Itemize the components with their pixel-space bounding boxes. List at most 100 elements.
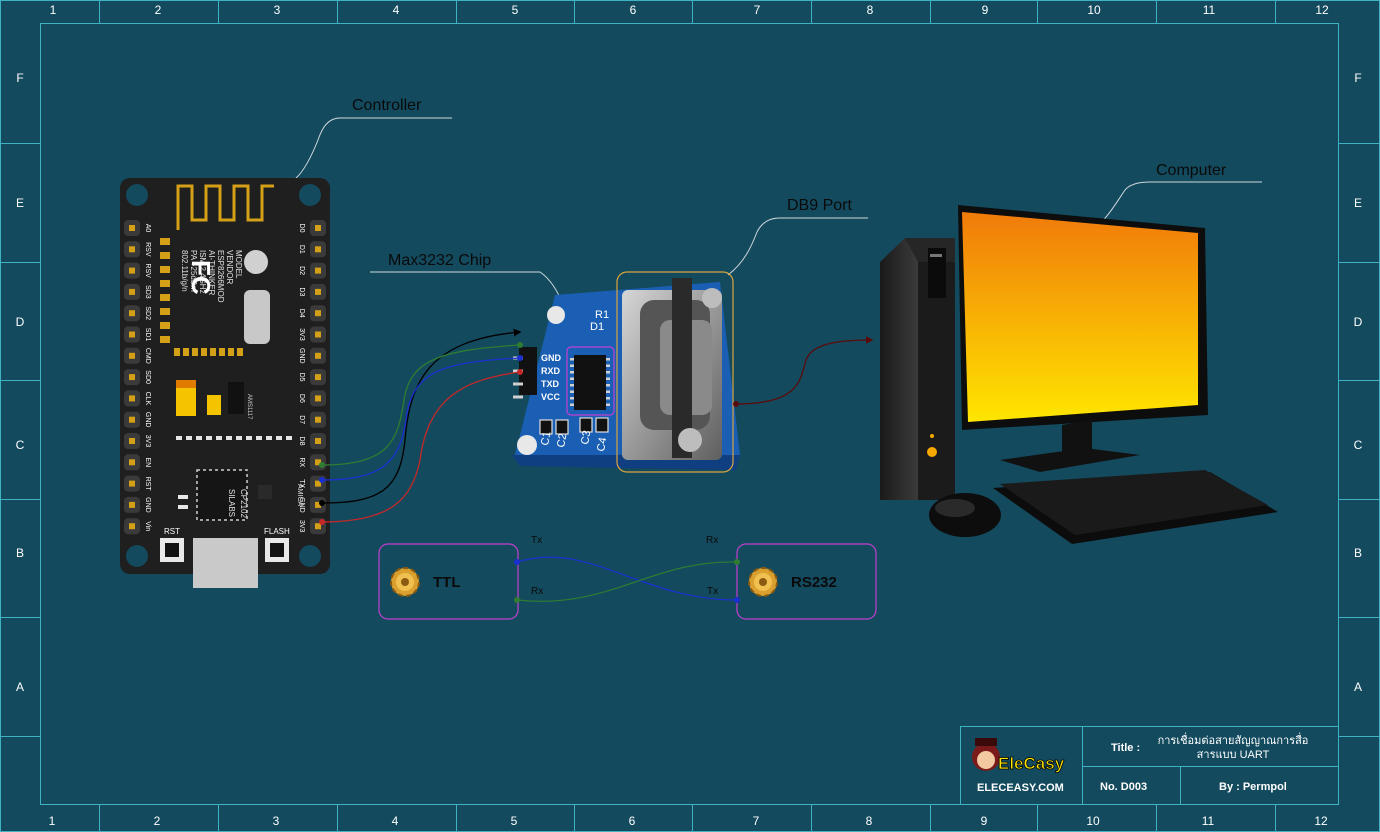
pin-label: SD2: [144, 306, 151, 320]
pin-label: GND: [144, 412, 151, 428]
pin-label: Vin: [144, 521, 151, 531]
monitor-icon: [958, 205, 1208, 472]
pin-label: 3V3: [298, 520, 305, 533]
pc-tower-icon: [880, 238, 955, 500]
callout-labels: Controller Computer DB9 Port Max3232 Chi…: [352, 97, 1227, 269]
pin-label: D1: [298, 245, 305, 254]
rs-rx-label: Rx: [706, 535, 718, 546]
title-line2: สารแบบ UART: [1197, 749, 1270, 761]
wire-vcc: [321, 371, 521, 523]
column-label: 3: [274, 3, 281, 17]
wire-endpoints: [319, 342, 739, 525]
usb-chip-text: CP2102: [239, 489, 248, 518]
module-pad: [201, 348, 207, 356]
pin-label: D6: [298, 394, 305, 403]
usb-chip-text: SILABS: [227, 489, 236, 517]
uart-line-tx: [516, 556, 738, 601]
column-label: 7: [754, 3, 761, 17]
smd-component: [246, 436, 252, 440]
column-label: 5: [511, 814, 518, 828]
column-label: 4: [393, 3, 400, 17]
wire-tx: [321, 357, 521, 481]
rs232-label: RS232: [791, 574, 837, 591]
mount-hole-icon: [299, 545, 321, 567]
module-text: MODEL: [234, 250, 243, 279]
capacitor-label: C4: [595, 437, 609, 453]
rs-tx-label: Tx: [707, 586, 718, 597]
max-pin: [513, 382, 523, 386]
mount-hole-icon: [547, 306, 565, 324]
pin-label: A0: [144, 224, 151, 233]
regulator-text: AMS1117: [246, 394, 252, 420]
column-label: 4: [392, 814, 399, 828]
mount-hole-icon: [126, 184, 148, 206]
row-label: B: [16, 546, 24, 560]
title-label: Title :: [1111, 742, 1140, 754]
pin-label: D3: [298, 287, 305, 296]
pin-label: SD0: [144, 370, 151, 384]
rs232-box: [736, 543, 877, 620]
max-pin-label: GND: [541, 353, 562, 363]
column-label: 8: [866, 814, 873, 828]
site-text: ELECEASY.COM: [977, 782, 1064, 794]
eleceasy-logo: EleCasy: [972, 738, 1065, 773]
max3232-label: Max3232 Chip: [388, 252, 491, 269]
smd-component: [286, 436, 292, 440]
column-label: 8: [867, 3, 874, 17]
capacitor-label: C1: [539, 431, 553, 447]
module-pad: [219, 348, 225, 356]
capacitor-label: C3: [579, 430, 593, 446]
wifi-icon: [244, 250, 268, 274]
usb-connector: [193, 538, 258, 588]
smd-component: [186, 436, 192, 440]
max-pin: [513, 395, 523, 399]
capacitor: [579, 417, 593, 433]
row-label: D: [16, 315, 25, 329]
mouse-icon: [929, 493, 1001, 537]
row-label: E: [1354, 196, 1362, 210]
ttl-box: [378, 543, 519, 620]
regulator-chip: [228, 382, 244, 414]
uart-line-rx: [516, 561, 738, 602]
mount-hole-icon: [299, 184, 321, 206]
module-pad: [160, 308, 170, 315]
row-label: A: [1354, 680, 1362, 694]
d1-mark: D1: [590, 321, 604, 333]
pin-label: SD1: [144, 328, 151, 342]
wifi-logo: [244, 290, 270, 344]
row-label: A: [16, 680, 24, 694]
pin-label: RSV: [144, 242, 151, 257]
pin-label: D2: [298, 266, 305, 275]
pin-label: CMD: [144, 348, 151, 364]
column-label: 3: [273, 814, 280, 828]
db9-highlight-box: [616, 271, 734, 473]
capacitor: [539, 419, 553, 435]
column-label: 6: [629, 814, 636, 828]
pin-label: RST: [144, 477, 151, 492]
pin-label: EN: [144, 457, 151, 467]
keyboard-icon: [993, 470, 1278, 544]
pin-label: D7: [298, 415, 305, 424]
max-pin-label: TXD: [541, 379, 560, 389]
smd-component: [266, 436, 272, 440]
module-text: AI-THINKER: [207, 250, 216, 296]
max-pin-label: RXD: [541, 366, 561, 376]
gear-icon: [390, 567, 420, 597]
title-block: EleCasy ELECEASY.COM Title : การเชื่อมต่…: [960, 726, 1339, 805]
row-label: C: [1354, 438, 1363, 452]
pin-label: 3V3: [144, 435, 151, 448]
capacitor: [555, 419, 569, 435]
column-label: 12: [1315, 3, 1329, 17]
capacitor: [207, 395, 221, 415]
row-label: E: [16, 196, 24, 210]
uart-diagram: TTL RS232 Tx Rx Rx Tx: [378, 535, 877, 620]
smd-component: [176, 436, 182, 440]
wire-db9-computer: [735, 336, 874, 405]
computer-label: Computer: [1156, 162, 1227, 179]
module-text: VENDOR: [225, 250, 234, 284]
flash-label: FLASH: [264, 527, 290, 536]
module-pad: [174, 348, 180, 356]
max-pin-header: [519, 347, 537, 395]
